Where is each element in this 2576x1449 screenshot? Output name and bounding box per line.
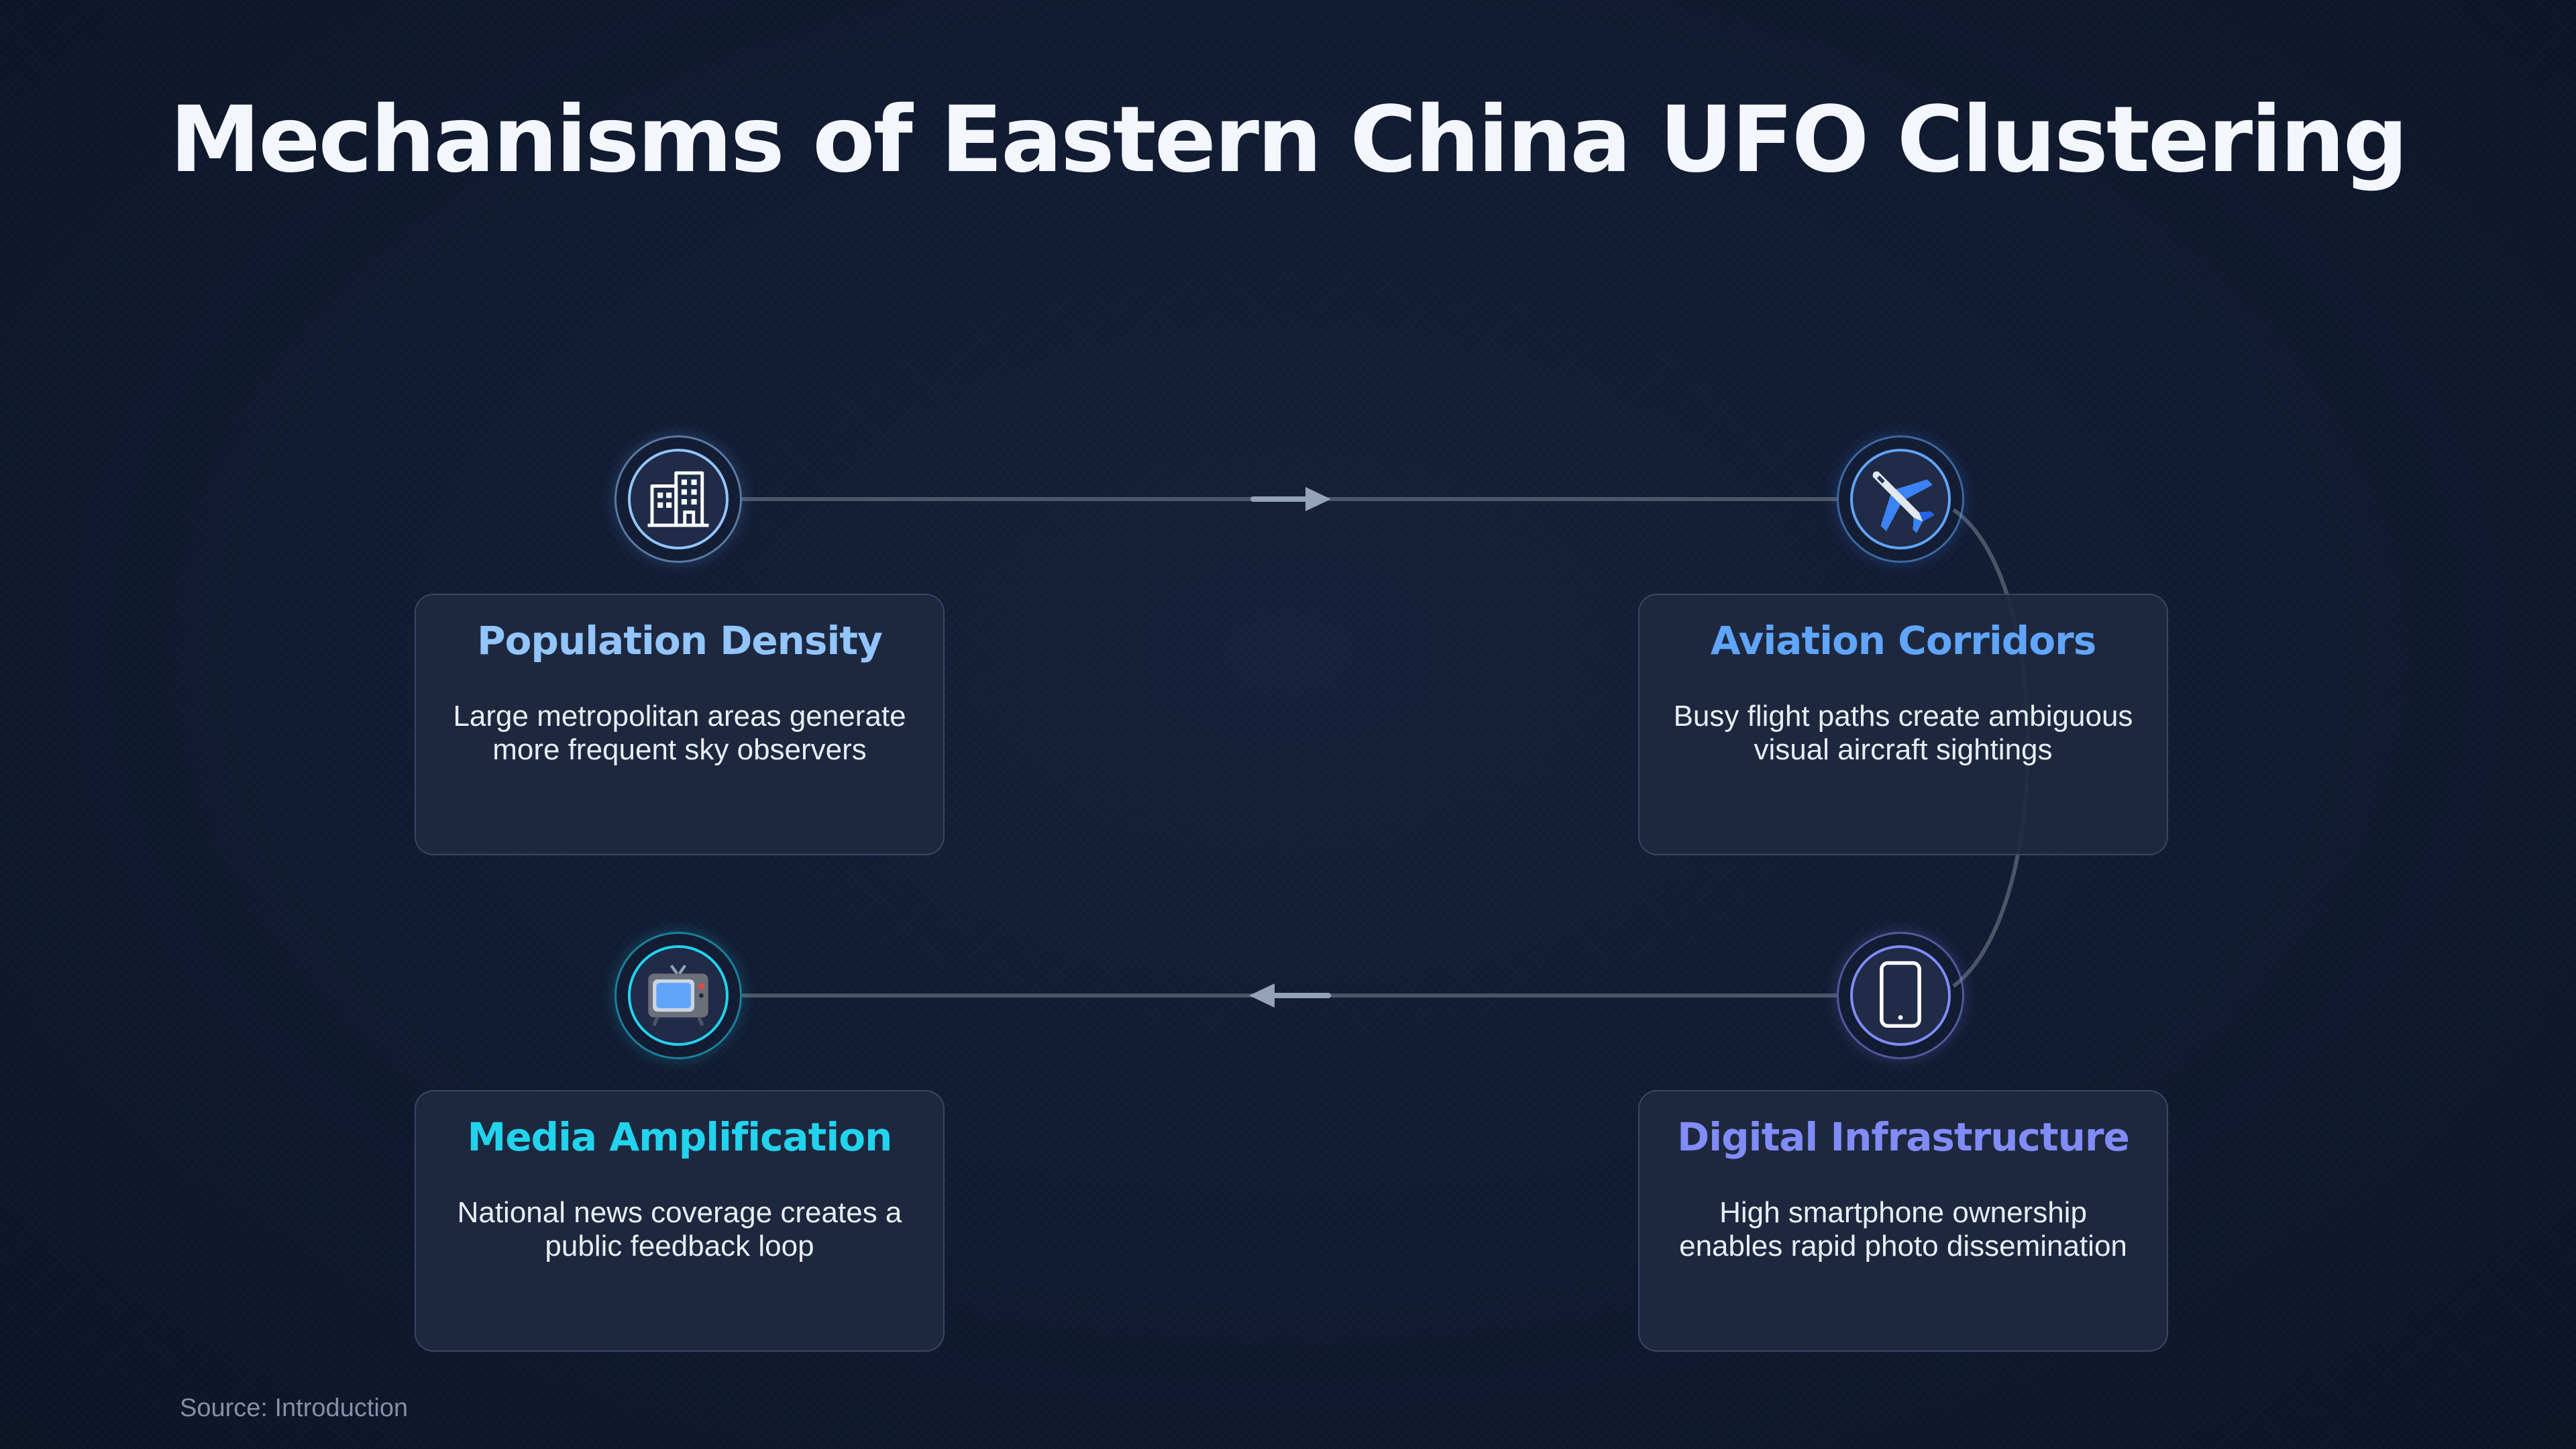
arrow-left-icon bbox=[1249, 983, 1331, 1008]
card-description: Large metropolitan areas generate more f… bbox=[453, 700, 906, 766]
source-note: Source: Introduction bbox=[180, 1394, 409, 1422]
card-title: Digital Infrastructure bbox=[1677, 1114, 2130, 1160]
television-icon bbox=[648, 965, 708, 1026]
card-title: Media Amplification bbox=[467, 1114, 893, 1160]
node-media-amplification bbox=[614, 932, 742, 1059]
card-title: Aviation Corridors bbox=[1710, 618, 2097, 663]
node-aviation-corridors bbox=[1837, 435, 1964, 563]
node-digital-infrastructure bbox=[1837, 932, 1964, 1059]
card-description: National news coverage creates a public … bbox=[457, 1196, 902, 1263]
card-media-amplification: Media Amplification National news covera… bbox=[415, 1090, 945, 1352]
card-description: Busy flight paths create ambiguous visua… bbox=[1673, 700, 2133, 766]
node-inner bbox=[1850, 945, 1951, 1046]
node-inner bbox=[1850, 449, 1951, 549]
office-building-icon bbox=[647, 471, 709, 527]
card-title: Population Density bbox=[477, 618, 883, 663]
page-title: Mechanisms of Eastern China UFO Clusteri… bbox=[169, 87, 2408, 193]
card-description: High smartphone ownership enables rapid … bbox=[1679, 1196, 2127, 1263]
node-inner bbox=[628, 449, 729, 549]
node-inner bbox=[628, 945, 729, 1046]
card-aviation-corridors: Aviation Corridors Busy flight paths cre… bbox=[1638, 594, 2168, 855]
node-population-density bbox=[614, 435, 742, 563]
card-digital-infrastructure: Digital Infrastructure High smartphone o… bbox=[1638, 1090, 2168, 1352]
arrow-right-icon bbox=[1250, 487, 1331, 511]
airplane-icon bbox=[1872, 471, 1935, 533]
smartphone-icon bbox=[1880, 961, 1921, 1028]
card-population-density: Population Density Large metropolitan ar… bbox=[415, 594, 945, 855]
